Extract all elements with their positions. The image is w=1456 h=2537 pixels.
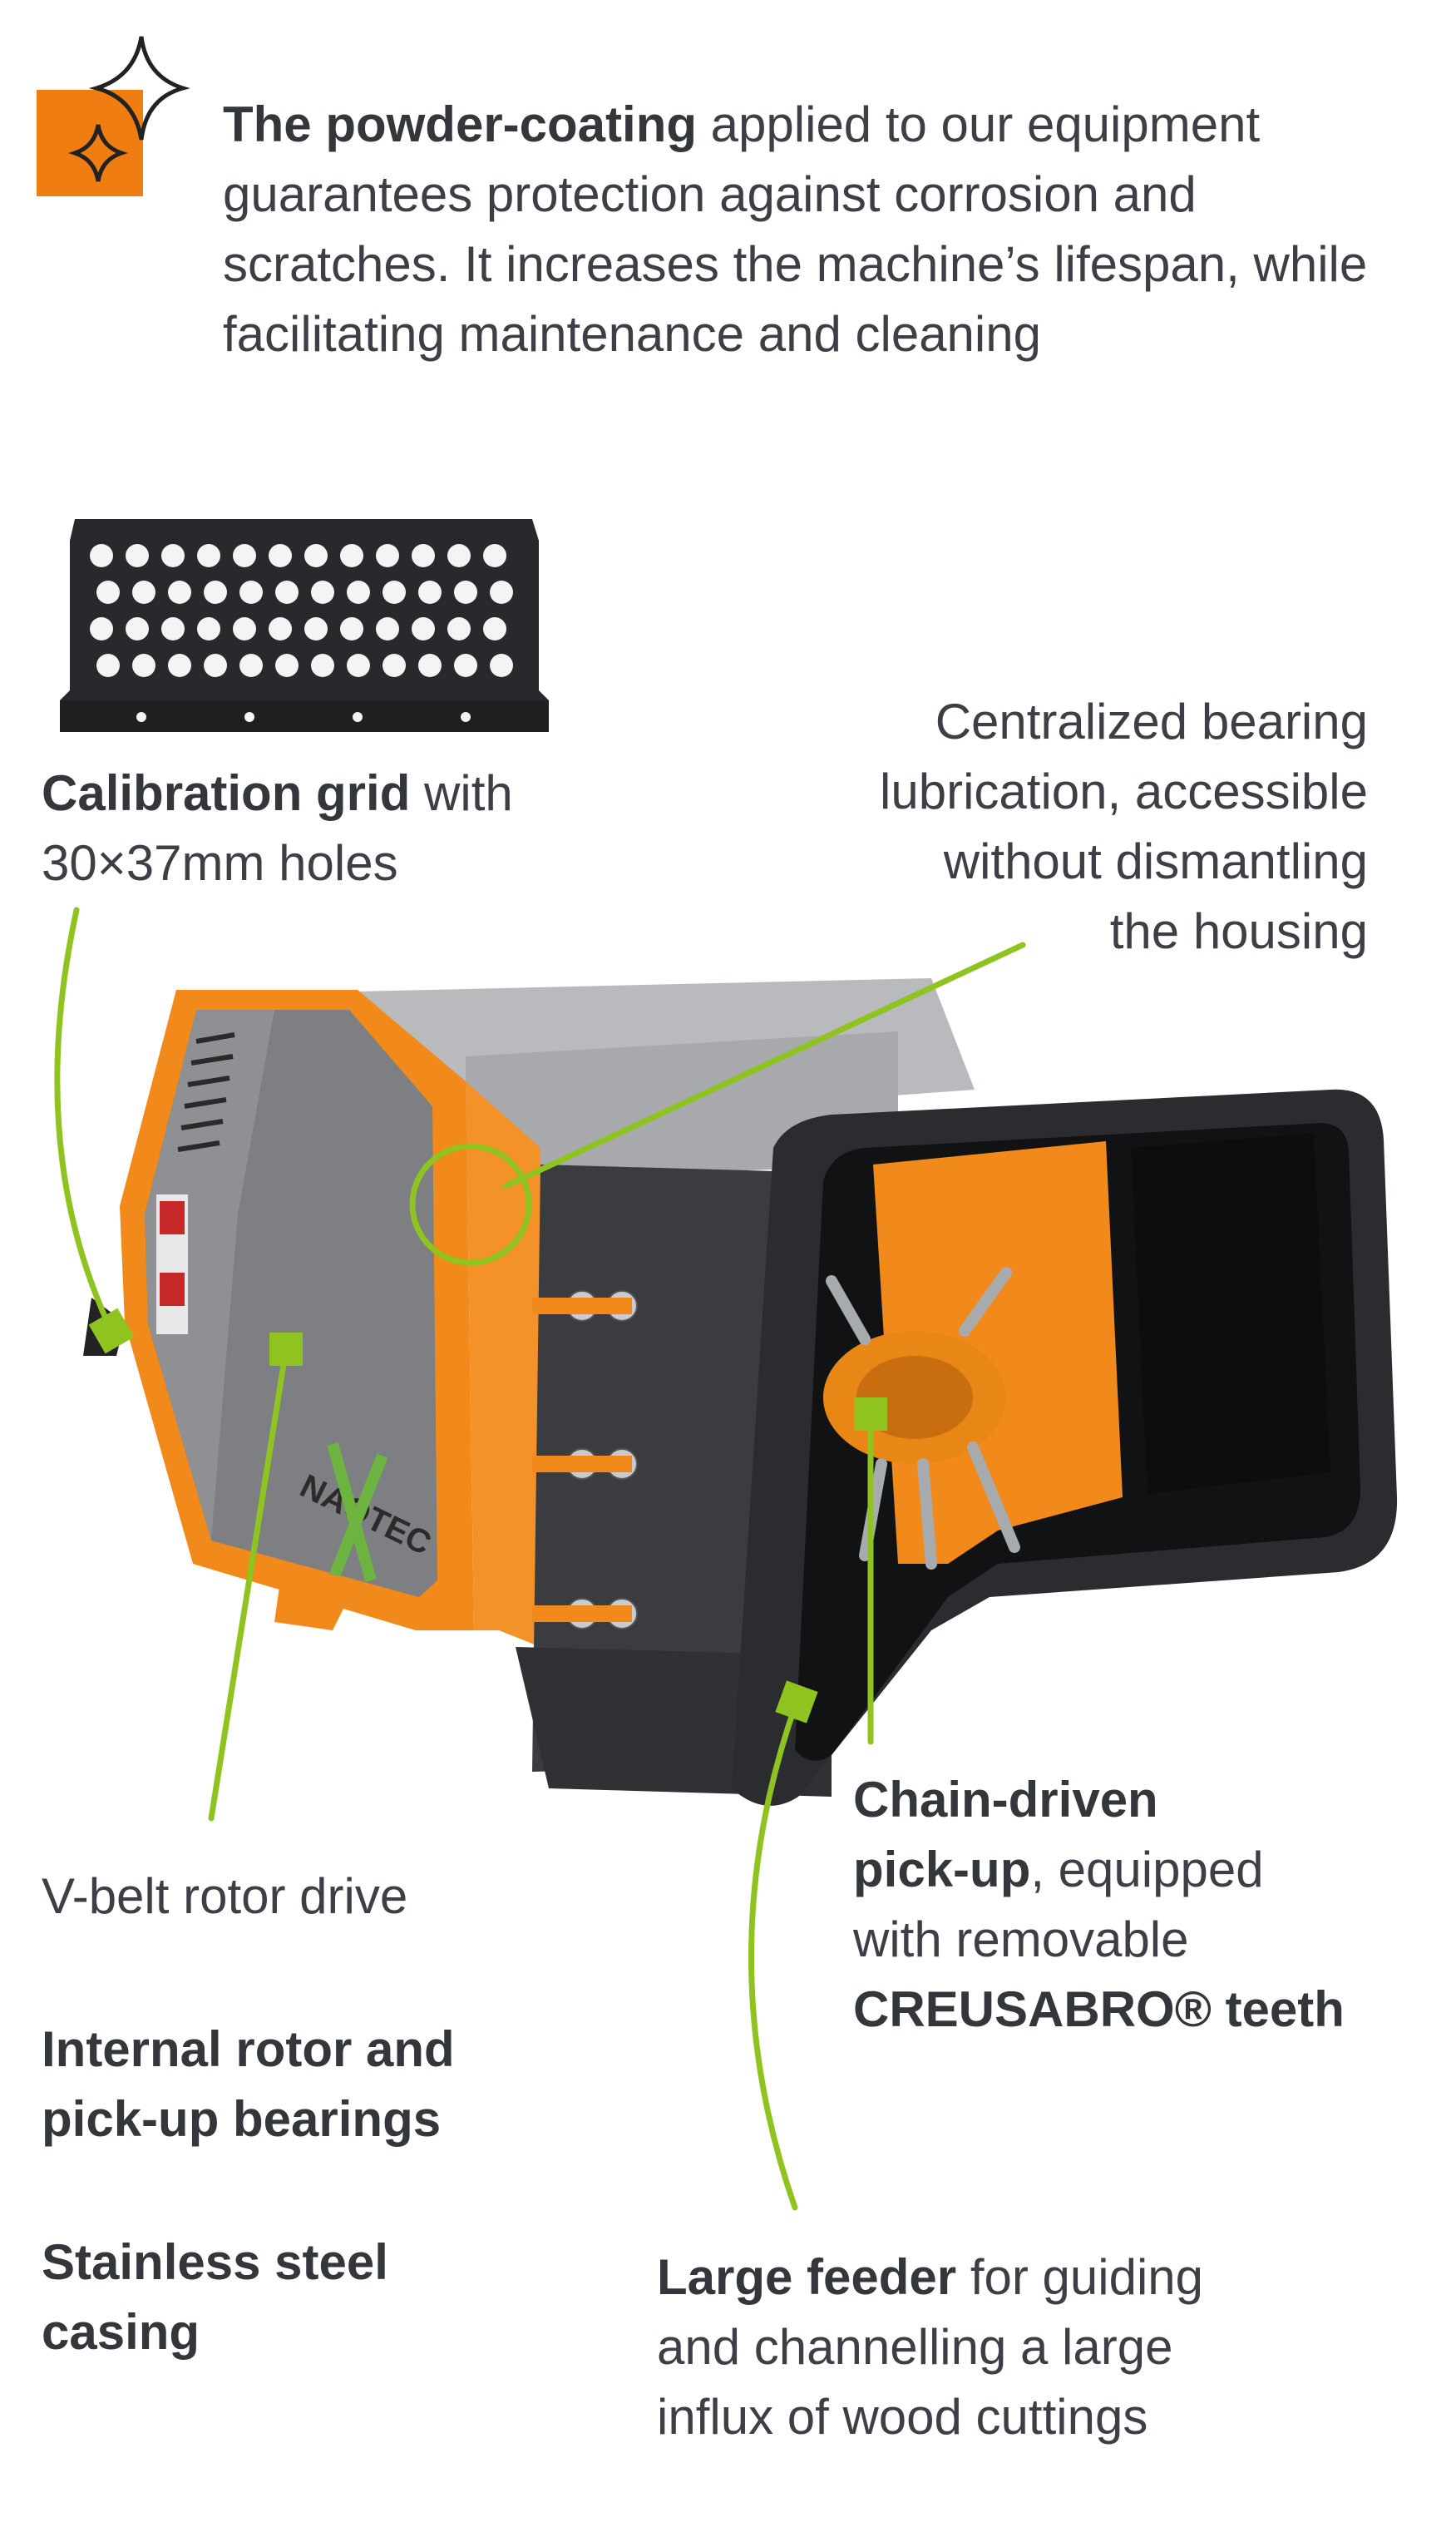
label-casing: Stainless steel casing xyxy=(42,2228,707,2367)
grid-hole xyxy=(204,581,227,604)
grid-hole xyxy=(418,654,442,677)
grid-hole xyxy=(490,581,513,604)
label-feeder: Large feeder for guiding and channelling… xyxy=(657,2243,1405,2452)
grid-hole xyxy=(90,617,113,640)
grid-hole xyxy=(275,581,299,604)
bearings-line2: pick-up bearings xyxy=(42,2091,442,2147)
label-calibration-grid: Calibration grid with 30×37mm holes xyxy=(42,759,674,898)
lube-line1: Centralized bearing xyxy=(935,694,1368,749)
grid-bold: Calibration grid xyxy=(42,765,411,821)
grid-hole xyxy=(454,581,477,604)
label-vbelt: V-belt rotor drive xyxy=(42,1862,707,1931)
callout-markers xyxy=(88,1308,887,1723)
chain-bold1: Chain-driven xyxy=(853,1772,1158,1827)
grid-hole xyxy=(197,544,220,567)
intro-text: applied to our equipment guarantees prot… xyxy=(223,96,1368,362)
label-lubrication: Centralized bearing lubrication, accessi… xyxy=(686,687,1368,967)
grid-hole xyxy=(347,654,370,677)
lube-line3: without dismantling xyxy=(943,833,1368,889)
grid-hole xyxy=(90,544,113,567)
grid-hole xyxy=(447,544,471,567)
grid-hole xyxy=(239,654,263,677)
grid-hole xyxy=(376,544,399,567)
grid-text2: 30×37mm holes xyxy=(42,835,398,891)
grid-hole xyxy=(132,581,155,604)
chain-text2: with removable xyxy=(853,1911,1189,1967)
grid-hole xyxy=(269,617,292,640)
grid-hole xyxy=(233,617,256,640)
grid-hole xyxy=(304,617,328,640)
grid-hole xyxy=(347,581,370,604)
intro-paragraph: The powder-coating applied to our equipm… xyxy=(223,90,1404,369)
grid-hole xyxy=(96,654,120,677)
intro-bold: The powder-coating xyxy=(223,96,697,152)
grid-hole xyxy=(239,581,263,604)
callout-lines xyxy=(54,907,1026,2211)
casing-line1: Stainless steel xyxy=(42,2234,388,2290)
grid-hole xyxy=(383,581,406,604)
lube-line2: lubrication, accessible xyxy=(880,764,1368,819)
label-chain-pickup: Chain-driven pick-up, equipped with remo… xyxy=(853,1765,1435,2045)
feeder-line2: and channelling a large xyxy=(657,2319,1173,2375)
grid-hole xyxy=(376,617,399,640)
chain-bold2: pick-up xyxy=(853,1842,1031,1897)
grid-text1: with xyxy=(410,765,513,821)
grid-hole xyxy=(304,544,328,567)
grid-hole xyxy=(490,654,513,677)
grid-hole xyxy=(412,617,435,640)
lube-line4: the housing xyxy=(1109,903,1368,959)
grid-hole xyxy=(269,544,292,567)
grid-hole xyxy=(340,617,363,640)
grid-hole xyxy=(483,544,506,567)
grid-hole xyxy=(447,617,471,640)
grid-hole xyxy=(161,617,185,640)
grid-hole xyxy=(197,617,220,640)
grid-hole xyxy=(383,654,406,677)
grid-hole xyxy=(168,581,191,604)
grid-hole xyxy=(340,544,363,567)
grid-hole xyxy=(412,544,435,567)
grid-hole xyxy=(275,654,299,677)
feeder-bold: Large feeder xyxy=(657,2249,957,2305)
grid-hole xyxy=(126,617,149,640)
sparkle-icon xyxy=(37,36,190,196)
calibration-grid-image xyxy=(60,519,549,732)
machine-image: NAOTEC xyxy=(83,978,1398,1806)
grid-hole xyxy=(96,581,120,604)
feeder-line3: influx of wood cuttings xyxy=(657,2389,1148,2445)
chain-bold3: CREUSABRO® teeth xyxy=(853,1981,1345,2037)
casing-line2: casing xyxy=(42,2304,200,2360)
grid-hole xyxy=(311,581,334,604)
chain-text1: , equipped xyxy=(1030,1842,1264,1897)
grid-hole xyxy=(126,544,149,567)
grid-hole xyxy=(204,654,227,677)
grid-hole xyxy=(454,654,477,677)
grid-hole xyxy=(418,581,442,604)
grid-hole xyxy=(161,544,185,567)
feeder-text1: for guiding xyxy=(956,2249,1204,2305)
grid-hole xyxy=(168,654,191,677)
grid-hole xyxy=(233,544,256,567)
bearings-line1: Internal rotor and xyxy=(42,2021,455,2077)
grid-hole xyxy=(311,654,334,677)
grid-hole xyxy=(132,654,155,677)
grid-hole xyxy=(483,617,506,640)
label-bearings: Internal rotor and pick-up bearings xyxy=(42,2015,707,2154)
vbelt-text: V-belt rotor drive xyxy=(42,1868,408,1924)
